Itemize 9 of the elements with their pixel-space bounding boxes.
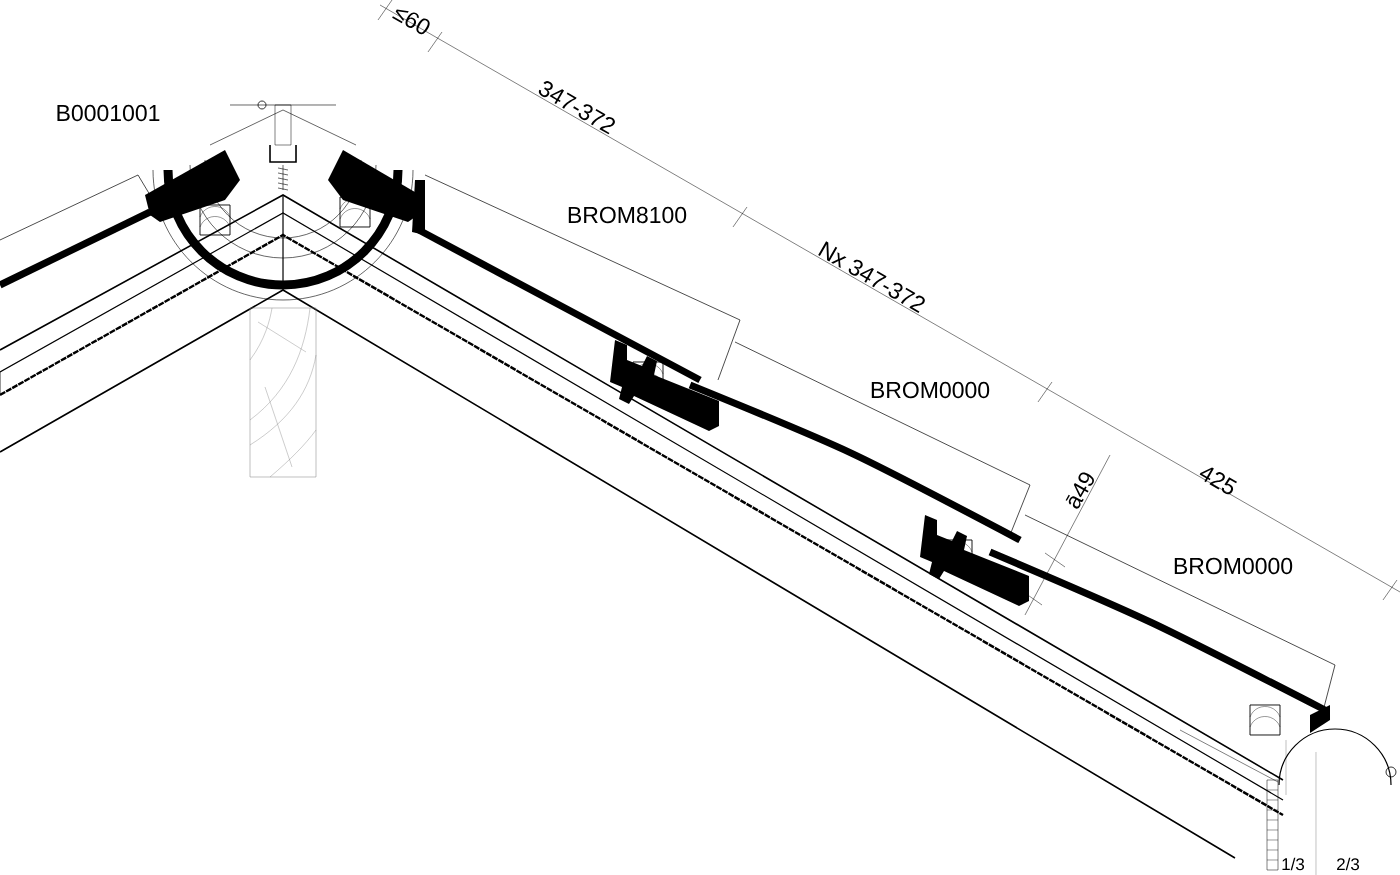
dimension-label: 425 xyxy=(1199,467,1237,495)
dimension-label: 1/3 xyxy=(1282,857,1305,871)
part-code: BROM0000 xyxy=(1174,557,1293,575)
part-code: BROM8100 xyxy=(568,206,687,224)
dimension-label: ā49 xyxy=(1065,472,1094,509)
part-code: BROM0000 xyxy=(871,381,990,399)
dimension-label: 2/3 xyxy=(1337,857,1360,871)
dimension-label: ≤60 xyxy=(392,9,430,35)
part-code: B0001001 xyxy=(57,104,160,122)
